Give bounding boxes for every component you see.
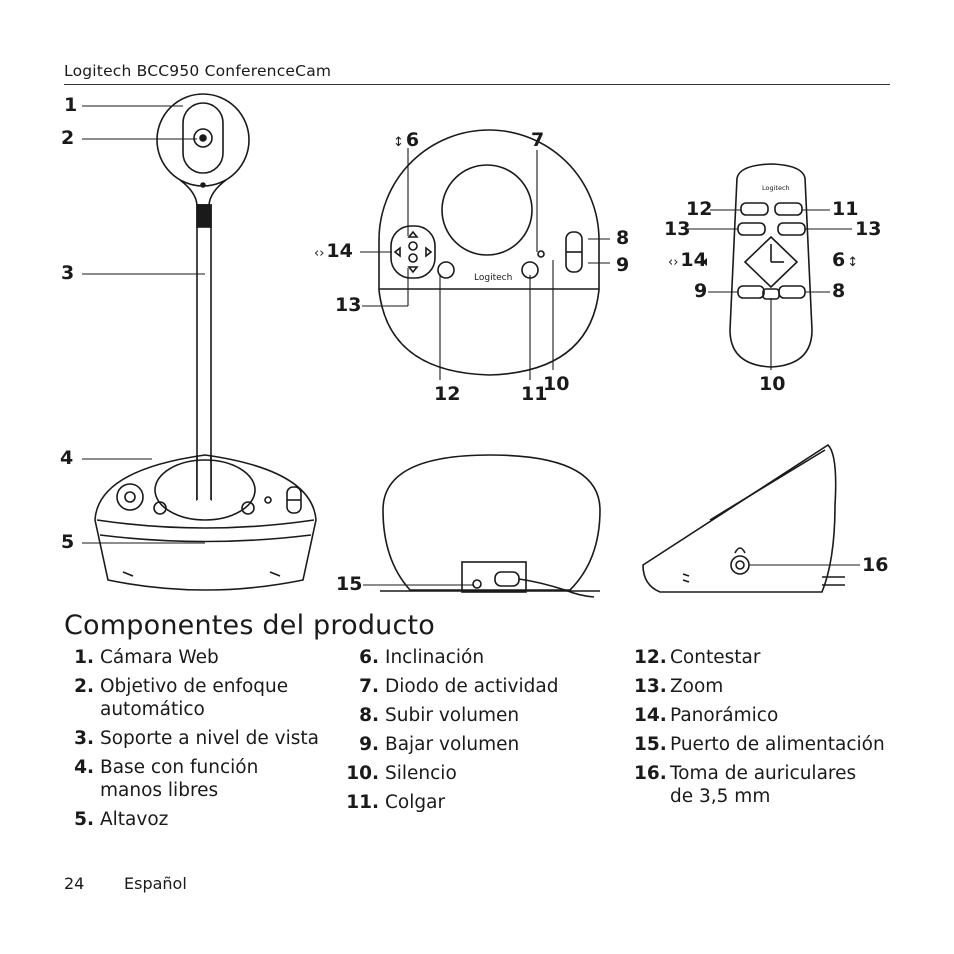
item-number: 5. — [74, 809, 94, 830]
list-item: 2. Objetivo de enfoque automático — [64, 675, 324, 721]
callout-13-base: 13 — [335, 294, 362, 316]
item-label: Soporte a nivel de vista — [100, 728, 320, 749]
callout-12-remote: 12 — [686, 198, 713, 220]
document-header: Logitech BCC950 ConferenceCam — [64, 62, 332, 80]
components-list-column-2: 6. Inclinación 7. Diodo de actividad 8. Sub… — [344, 646, 584, 820]
item-label: Panorámico — [670, 705, 779, 726]
list-item: 13.Zoom — [634, 675, 904, 698]
callout-13-remote-right: 13 — [855, 218, 882, 240]
callout-11-remote: 11 — [832, 198, 859, 220]
base-rear-view-illustration — [380, 454, 601, 598]
item-number: 1. — [74, 647, 94, 668]
callout-9-base: 9 — [616, 254, 630, 276]
item-number: 15. — [634, 734, 667, 755]
callout-10-remote: 10 — [759, 373, 786, 395]
item-label: Toma de auriculares de 3,5 mm — [670, 763, 857, 807]
list-item: 14.Panorámico — [634, 704, 904, 727]
remote-illustration: Logitech — [729, 163, 813, 368]
base-logo-text: Logitech — [474, 273, 512, 283]
item-label: Colgar — [385, 792, 446, 813]
list-item: 6. Inclinación — [344, 646, 584, 669]
tilt-arrows-icon: ↕ — [393, 135, 404, 150]
list-item: 4. Base con función manos libres — [64, 756, 324, 802]
footer-language: Español — [124, 874, 187, 893]
item-label: Diodo de actividad — [385, 676, 559, 697]
callout-1: 1 — [64, 94, 78, 116]
item-label: Bajar volumen — [385, 734, 520, 755]
item-number: 11. — [346, 792, 379, 813]
item-label: Inclinación — [385, 647, 485, 668]
callout-4: 4 — [60, 447, 74, 469]
item-label: Cámara Web — [100, 647, 219, 668]
list-item: 8. Subir volumen — [344, 704, 584, 727]
list-item: 7. Diodo de actividad — [344, 675, 584, 698]
item-label: Puerto de alimentación — [670, 734, 885, 755]
pan-arrows-icon: ‹› — [314, 246, 325, 261]
item-number: 12. — [634, 647, 667, 668]
header-rule — [64, 84, 890, 85]
callout-16: 16 — [862, 554, 889, 576]
base-side-view-illustration — [642, 443, 845, 593]
item-number: 10. — [346, 763, 379, 784]
callout-6-tilt-remote: 6↕ — [832, 249, 859, 271]
list-item: 10. Silencio — [344, 762, 584, 785]
callout-12-base: 12 — [434, 383, 461, 405]
base-top-view-illustration: Logitech — [378, 129, 600, 376]
callout-8-base: 8 — [616, 227, 630, 249]
components-list-column-3: 12.Contestar 13.Zoom 14.Panorámico 15.Pu… — [634, 646, 904, 814]
item-number: 2. — [74, 676, 94, 697]
tilt-arrows-icon: ↕ — [847, 255, 859, 270]
callout-14-pan-remote: ‹›14 — [668, 249, 707, 271]
components-list-column-1: 1. Cámara Web 2. Objetivo de enfoque autom… — [64, 646, 324, 837]
item-label: Base con función manos libres — [100, 757, 259, 801]
item-label: Altavoz — [100, 809, 169, 830]
remote-logo-text: Logitech — [762, 184, 790, 192]
section-title: Componentes del producto — [64, 610, 436, 641]
item-number: 13. — [634, 676, 667, 697]
page-number: 24 — [64, 874, 85, 893]
callout-leader-lines — [82, 105, 860, 586]
item-number: 16. — [634, 763, 667, 784]
callout-5: 5 — [61, 531, 75, 553]
item-label: Subir volumen — [385, 705, 520, 726]
item-label: Silencio — [385, 763, 457, 784]
list-item: 12.Contestar — [634, 646, 904, 669]
pan-arrows-icon: ‹› — [668, 255, 679, 270]
callout-14-pan-base: ‹›14 — [314, 240, 353, 262]
item-number: 9. — [359, 734, 379, 755]
list-item: 16.Toma de auriculares de 3,5 mm — [634, 762, 904, 808]
item-label: Objetivo de enfoque automático — [100, 676, 289, 720]
item-label: Contestar — [670, 647, 761, 668]
camera-stand-illustration — [94, 93, 317, 591]
item-number: 7. — [359, 676, 379, 697]
callout-15: 15 — [336, 573, 363, 595]
list-item: 9. Bajar volumen — [344, 733, 584, 756]
callout-8-remote: 8 — [832, 280, 846, 302]
callout-2: 2 — [61, 127, 75, 149]
list-item: 3. Soporte a nivel de vista — [64, 727, 324, 750]
item-number: 8. — [359, 705, 379, 726]
item-label: Zoom — [670, 676, 724, 697]
list-item: 11. Colgar — [344, 791, 584, 814]
callout-3: 3 — [61, 262, 75, 284]
callout-6-tilt-base: ↕6 — [393, 129, 420, 151]
callout-11-base: 11 — [521, 383, 548, 405]
callout-7: 7 — [531, 129, 545, 151]
item-number: 14. — [634, 705, 667, 726]
callout-9-remote: 9 — [694, 280, 708, 302]
item-number: 6. — [359, 647, 379, 668]
callout-13-remote-left: 13 — [664, 218, 691, 240]
list-item: 15.Puerto de alimentación — [634, 733, 904, 756]
callout-10-base: 10 — [543, 373, 570, 395]
list-item: 5. Altavoz — [64, 808, 324, 831]
item-number: 3. — [74, 728, 94, 749]
list-item: 1. Cámara Web — [64, 646, 324, 669]
item-number: 4. — [74, 757, 94, 778]
